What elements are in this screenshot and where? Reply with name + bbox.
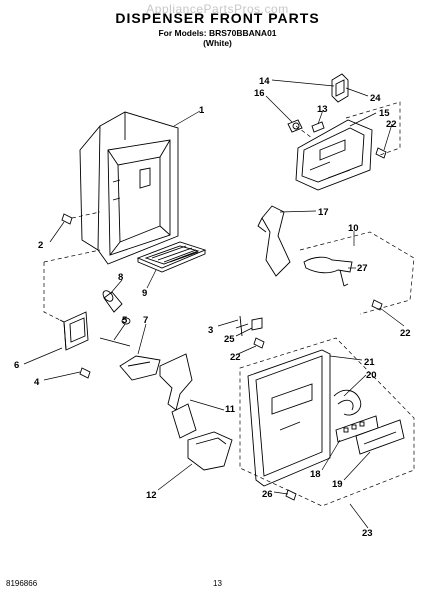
document-code: 8196866: [6, 579, 38, 588]
callout-18: 18: [310, 469, 321, 480]
page-title: DISPENSER FRONT PARTS: [115, 10, 320, 26]
part-front-panel: [247, 349, 331, 487]
leader-26: [273, 491, 289, 495]
part-clip-25: [251, 317, 263, 331]
model-info: For Models: BRS70BBANA01 (White): [0, 28, 435, 48]
callout-25: 25: [224, 334, 235, 345]
callout-22-upper: 22: [386, 119, 397, 130]
leader-6: [23, 347, 63, 365]
leader-15: [349, 112, 377, 127]
part-screw-22b: [371, 299, 383, 311]
leader-1: [173, 110, 201, 127]
dashed-link-2: [71, 211, 101, 219]
color-line: (White): [203, 38, 232, 48]
callout-7: 7: [143, 315, 148, 326]
callout-12: 12: [146, 490, 157, 501]
callout-20: 20: [366, 370, 377, 381]
leader-8: [109, 279, 123, 295]
leader-17: [279, 210, 317, 213]
leader-20: [343, 374, 367, 397]
part-rod-5: [99, 337, 131, 347]
callout-3: 3: [208, 325, 213, 336]
callout-10: 10: [348, 223, 359, 234]
watermark: AppliancePartsPros.com: [146, 2, 289, 16]
part-drip-tray: [136, 241, 207, 273]
callout-5: 5: [122, 315, 128, 326]
leader-14: [271, 79, 335, 87]
callout-21: 21: [364, 357, 375, 368]
part-solenoid: [59, 311, 89, 351]
callout-13: 13: [317, 104, 328, 115]
leader-24: [345, 87, 369, 97]
part-overlay: [355, 419, 405, 455]
leader-22a: [383, 123, 393, 151]
part-housing: [79, 111, 179, 265]
part-cylinder: [102, 290, 131, 325]
dashed-box-23: [239, 337, 415, 507]
callout-16: 16: [254, 88, 265, 99]
part-wiring: [333, 389, 362, 416]
part-upper-module: [295, 119, 373, 191]
part-cup: [187, 431, 233, 471]
part-lever: [303, 256, 353, 287]
callout-6: 6: [14, 360, 19, 371]
callout-1: 1: [199, 105, 205, 116]
callout-9: 9: [142, 288, 147, 299]
page-number: 13: [213, 579, 222, 588]
leader-16: [265, 95, 293, 123]
leader-18: [321, 439, 341, 471]
callout-19: 19: [332, 479, 343, 490]
leader-2: [49, 221, 65, 243]
dashed-box-10: [299, 231, 415, 315]
callout-8: 8: [118, 272, 123, 283]
part-hardware-3: [235, 315, 249, 337]
callout-17: 17: [318, 207, 329, 218]
part-bracket-7: [119, 355, 161, 381]
callout-26: 26: [262, 489, 273, 500]
callout-2: 2: [38, 240, 43, 251]
leader-19: [343, 451, 371, 481]
callout-22-middle: 22: [230, 352, 241, 363]
callout-23: 23: [362, 528, 373, 539]
leader-5: [113, 323, 126, 341]
leader-12: [157, 463, 193, 491]
part-arm: [159, 353, 197, 439]
leader-23: [349, 503, 369, 529]
dashed-link-6: [43, 249, 101, 323]
callout-11: 11: [225, 404, 236, 415]
callout-14: 14: [259, 76, 270, 87]
models-line: For Models: BRS70BBANA01: [158, 28, 277, 38]
part-screw-4: [79, 367, 91, 379]
leader-22b: [379, 307, 405, 327]
leader-9: [146, 269, 157, 289]
leader-4: [43, 371, 81, 381]
callout-4: 4: [34, 377, 40, 388]
dashed-link-16: [295, 125, 313, 139]
part-screw-22a: [375, 147, 387, 159]
part-screw-22c: [253, 337, 265, 349]
callout-27: 27: [357, 263, 368, 274]
callout-15: 15: [379, 108, 390, 119]
leader-3: [217, 319, 239, 327]
leader-22c: [237, 345, 257, 355]
callout-22-right: 22: [400, 328, 411, 339]
leader-7: [137, 323, 147, 355]
leader-13: [317, 109, 324, 125]
part-screw-26: [285, 489, 297, 501]
callout-24: 24: [370, 93, 381, 104]
leader-11: [189, 399, 225, 411]
part-bracket: [331, 73, 349, 103]
leader-25: [235, 327, 253, 337]
dashed-box-15: [345, 101, 401, 156]
part-screw-13: [311, 121, 325, 133]
part-lamp: [287, 119, 303, 133]
part-actuator: [257, 205, 291, 277]
part-screw-2: [61, 213, 73, 225]
leader-21: [329, 355, 363, 361]
